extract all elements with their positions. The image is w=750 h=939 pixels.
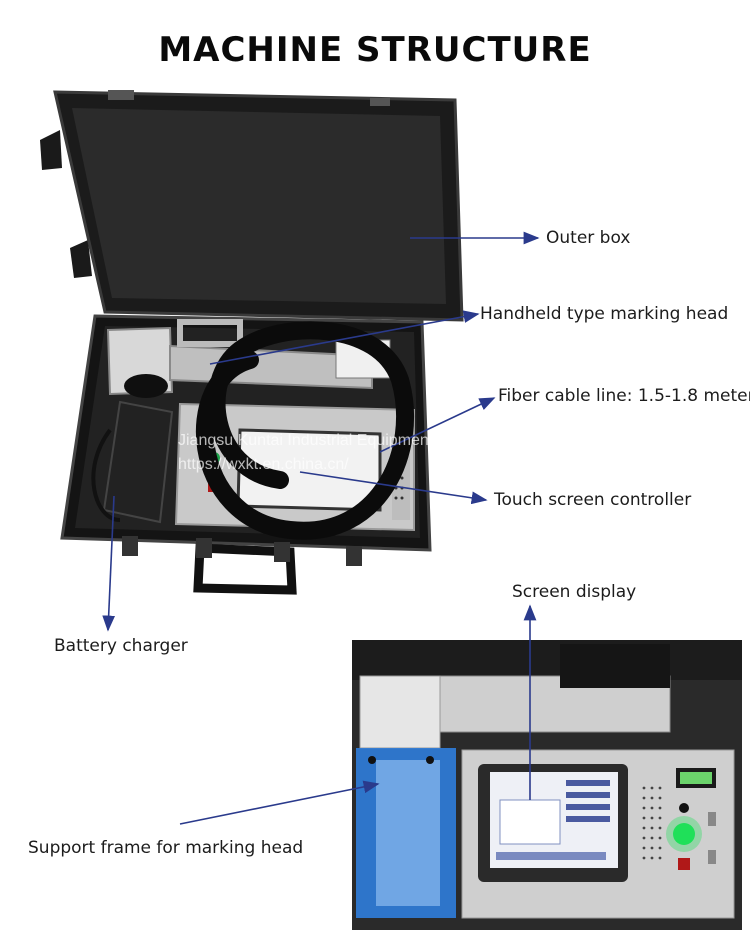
controller-screen bbox=[236, 428, 382, 512]
label-screen-display: Screen display bbox=[512, 582, 637, 602]
label-marking-head: Handheld type marking head bbox=[480, 304, 729, 324]
arrow-battery-charger bbox=[102, 495, 116, 632]
arrow-touch-controller bbox=[299, 471, 488, 505]
page-title: MACHINE STRUCTURE bbox=[158, 30, 592, 70]
arrow-marking-head bbox=[209, 310, 480, 365]
label-battery-charger: Battery charger bbox=[54, 636, 188, 656]
case-side-handle bbox=[70, 240, 92, 278]
label-fiber-cable: Fiber cable line: 1.5-1.8 meter bbox=[498, 386, 750, 406]
watermark-url: https://wxkt.en.china.cn/ bbox=[178, 456, 349, 473]
case-lid-inner bbox=[72, 108, 446, 304]
power-led bbox=[673, 823, 695, 845]
case-handle bbox=[193, 543, 297, 595]
label-support-frame: Support frame for marking head bbox=[28, 838, 304, 858]
label-touch-controller: Touch screen controller bbox=[494, 490, 692, 510]
case-side-handle bbox=[40, 130, 62, 170]
arrow-fiber-cable bbox=[379, 397, 496, 453]
battery-charger bbox=[102, 400, 174, 524]
arrow-support-frame bbox=[179, 780, 380, 825]
label-outer-box: Outer box bbox=[546, 228, 631, 248]
fiber-cable bbox=[195, 321, 415, 540]
watermark-company: Jiangsu Kuntai Industrial Equipment Co.,… bbox=[178, 432, 494, 449]
